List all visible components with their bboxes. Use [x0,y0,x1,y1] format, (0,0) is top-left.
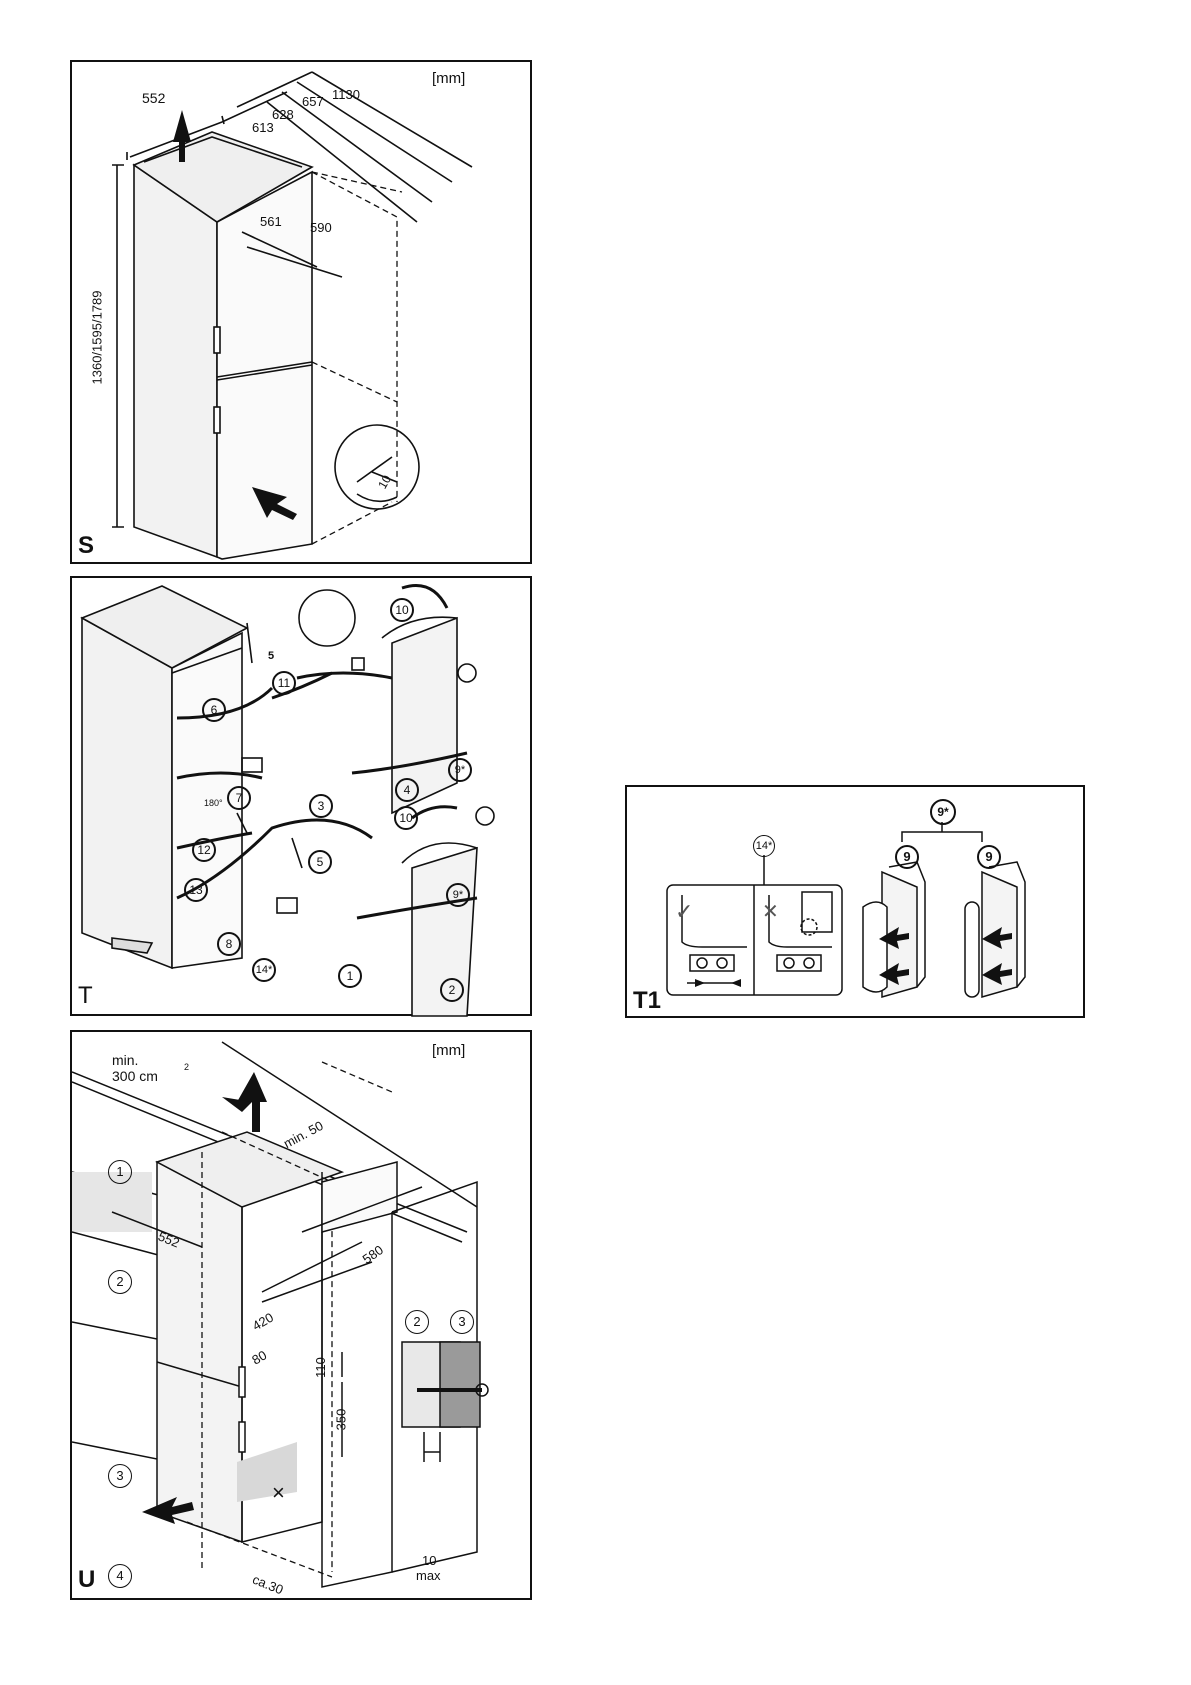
wrench-size-label: 5 [268,650,274,662]
callout-3: 3 [108,1464,132,1488]
door-reversal-drawing [72,578,534,1018]
vent-min: min. [112,1052,138,1068]
step-3: 3 [309,794,333,818]
step-9-lower: 9* [446,883,470,907]
step-10-lower: 10 [394,806,418,830]
vent-area: 300 cm [112,1068,158,1084]
vent-superscript: 2 [184,1062,189,1072]
dim-height: 1360/1595/1789 [90,265,105,385]
dim-width: 552 [142,90,165,106]
step-12: 12 [192,838,216,862]
step-5: 5 [308,850,332,874]
step-8: 8 [217,932,241,956]
step-10-upper: 10 [390,598,414,622]
hinge-detail-drawing [627,787,1087,1020]
appliance-dimension-drawing [72,62,534,566]
dim-613: 613 [252,120,274,135]
step-7: 7 [227,786,251,810]
ok-mark: ✓ [675,899,693,925]
panel-s-label: S [78,532,94,560]
step-14: 14* [252,958,276,982]
step-13: 13 [184,878,208,902]
panel-s-dimensions: S [mm] 552 613 628 657 1130 561 590 1360… [70,60,532,564]
dim-657: 657 [302,94,324,109]
bad-mark: ✕ [762,899,779,924]
step-1: 1 [338,964,362,988]
step-2: 2 [440,978,464,1002]
dim-350: 350 [333,1409,348,1431]
detail-callout-3: 3 [450,1310,474,1334]
dim-1130: 1130 [332,87,360,102]
unit-label: [mm] [432,70,465,87]
detail-max: max [416,1568,441,1583]
callout-1: 1 [108,1160,132,1184]
unit-label-u: [mm] [432,1042,465,1059]
detail-10: 10 [422,1553,436,1568]
step-6: 6 [202,698,226,722]
callout-14: 14* [753,835,775,857]
dim-590: 590 [310,220,332,235]
item-label-9b: 9 [977,845,1001,869]
callout-2: 2 [108,1270,132,1294]
panel-t-door-reversal: T 10 11 6 9* 4 7 3 10 12 5 13 9* 8 14* 1… [70,576,532,1016]
panel-u-installation: × U [mm] min. 300 cm 2 min. 50 552 580 4… [70,1030,532,1600]
angle-label: 180° [204,798,223,808]
svg-text:×: × [272,1480,285,1505]
dim-110: 110 [313,1357,328,1378]
item-label-9a: 9 [895,845,919,869]
dim-628: 628 [272,107,294,122]
step-4: 4 [395,778,419,802]
panel-t-label: T [78,982,93,1010]
panel-t1-detail: T1 9* 9 9 14* ✓ ✕ [625,785,1085,1018]
step-9-upper: 9* [448,758,472,782]
detail-callout-2: 2 [405,1310,429,1334]
step-11: 11 [272,671,296,695]
callout-4: 4 [108,1564,132,1588]
panel-u-label: U [78,1566,95,1594]
dim-561: 561 [260,214,282,229]
group-label-9: 9* [930,799,956,825]
panel-t1-label: T1 [633,987,661,1015]
